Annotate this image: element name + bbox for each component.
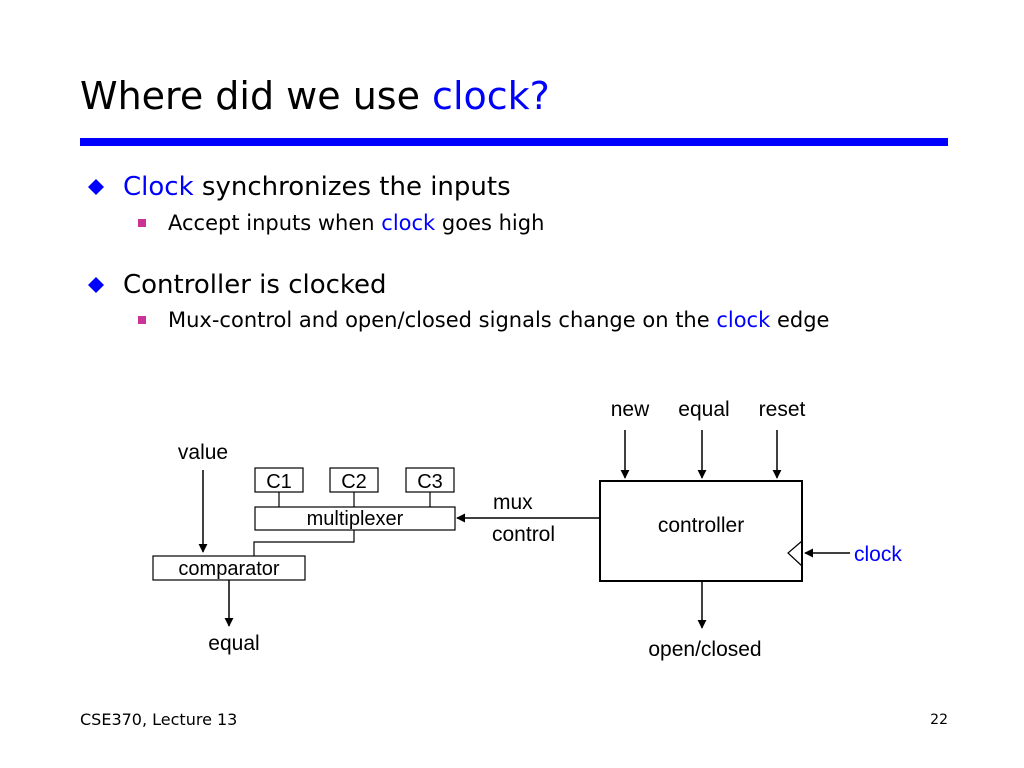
c1-label: C1 <box>266 471 292 493</box>
control-label: control <box>492 523 555 546</box>
title-divider <box>80 138 948 146</box>
diamond-bullet-icon <box>88 179 104 195</box>
open-closed-label: open/closed <box>648 638 761 661</box>
bullet-1-text: synchronizes the inputs <box>193 172 511 202</box>
bullet-1-sub-highlight: clock <box>381 211 436 235</box>
comparator-box <box>152 555 306 581</box>
controller-box <box>599 480 803 582</box>
equal-output-label: equal <box>208 632 259 655</box>
bullet-1-highlight: Clock <box>123 172 194 202</box>
input-equal-label: equal <box>678 398 729 421</box>
input-new-label: new <box>611 398 650 421</box>
bullet-2-text: Controller is clocked <box>123 270 387 300</box>
c2-label: C2 <box>341 471 367 493</box>
comparator-label: comparator <box>178 558 279 580</box>
bullet-1-sub-before: Accept inputs when <box>168 211 382 235</box>
footer-course: CSE370, Lecture 13 <box>80 710 238 729</box>
controller-label: controller <box>658 514 744 537</box>
c3-label: C3 <box>417 471 443 493</box>
page-number: 22 <box>930 712 948 728</box>
bullet-1-sub-after: goes high <box>435 211 545 235</box>
mux-label: mux <box>493 491 533 514</box>
bullet-2-sub-highlight: clock <box>716 308 771 332</box>
square-bullet-icon <box>138 219 146 227</box>
slide-title: Where did we use clock? <box>80 72 550 120</box>
value-label: value <box>178 441 228 464</box>
multiplexer-label: multiplexer <box>307 508 404 530</box>
c3-box <box>405 467 455 493</box>
input-reset-label: reset <box>759 398 806 421</box>
clock-label: clock <box>854 543 902 566</box>
bullet-2-sub-before: Mux-control and open/closed signals chan… <box>168 308 717 332</box>
title-prefix: Where did we use <box>80 74 433 118</box>
c1-box <box>254 467 304 493</box>
square-bullet-icon <box>138 316 146 324</box>
diamond-bullet-icon <box>88 277 104 293</box>
bullet-2-sub-after: edge <box>770 308 830 332</box>
multiplexer-box <box>254 506 456 531</box>
title-highlight: clock? <box>432 74 550 118</box>
clock-edge-indicator <box>787 540 803 567</box>
